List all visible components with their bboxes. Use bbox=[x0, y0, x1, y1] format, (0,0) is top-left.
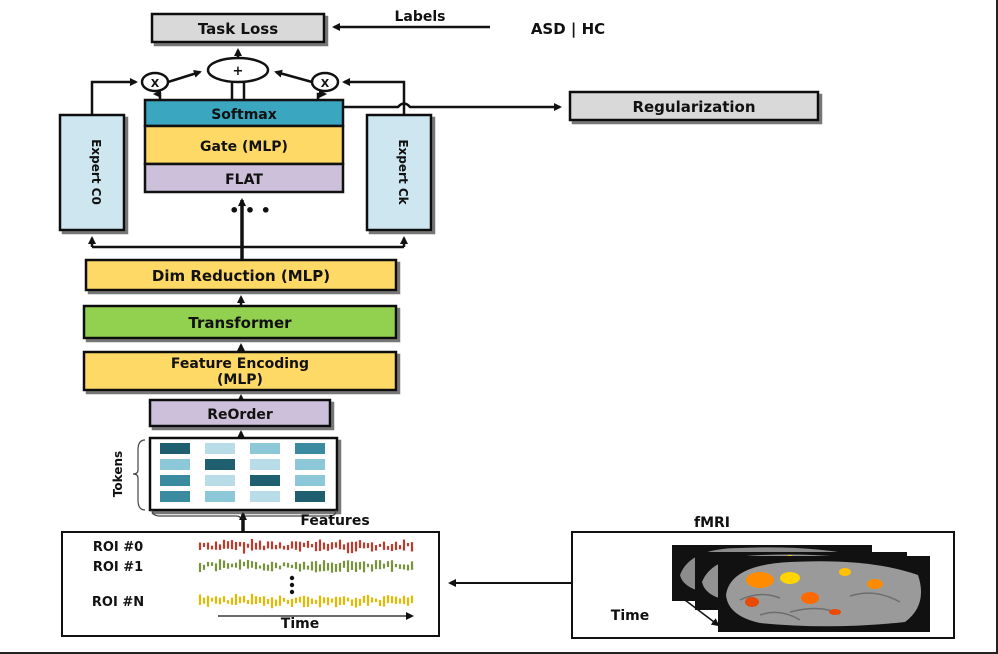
sum-node bbox=[206, 56, 270, 84]
expert-right-label: Expert Ck bbox=[396, 139, 410, 205]
roi-dot-3 bbox=[289, 589, 295, 595]
dim-reduction-label: Dim Reduction (MLP) bbox=[152, 267, 330, 285]
task-loss-box bbox=[150, 12, 326, 44]
flat-box bbox=[143, 162, 345, 194]
transformer-box bbox=[82, 304, 398, 340]
softmax-to-mult-left bbox=[153, 90, 162, 100]
token-cell bbox=[160, 459, 190, 470]
feature-encoding-label-1: Feature Encoding bbox=[171, 356, 309, 372]
softmax-label: Softmax bbox=[211, 107, 277, 123]
token-cell bbox=[205, 443, 235, 454]
expert-right-to-mult bbox=[342, 78, 406, 115]
reorder-box bbox=[148, 398, 332, 428]
classes-text: ASD | HC bbox=[531, 20, 605, 39]
token-cell bbox=[205, 491, 235, 502]
regularization-label: Regularization bbox=[632, 98, 755, 116]
dim-reduction-box bbox=[84, 258, 398, 292]
expert-right-box bbox=[365, 113, 433, 232]
task-loss-label: Task Loss bbox=[198, 20, 278, 38]
feature-encoding-label-2: (MLP) bbox=[217, 372, 263, 388]
roi-dot-1 bbox=[289, 575, 295, 581]
expert-left-to-mult bbox=[90, 78, 138, 115]
ellipsis: • • • bbox=[229, 201, 271, 220]
token-cell bbox=[250, 491, 280, 502]
reorder-label: ReOrder bbox=[207, 407, 273, 423]
mult-left-to-sum bbox=[167, 69, 202, 84]
softmax-to-regularization-arrow bbox=[343, 102, 562, 111]
expert-left-label: Expert C0 bbox=[89, 139, 103, 205]
roi-dot-2 bbox=[289, 582, 295, 588]
flat-label: FLAT bbox=[225, 172, 263, 188]
gate-mlp-label: Gate (MLP) bbox=[200, 139, 288, 155]
token-cells bbox=[160, 443, 325, 502]
token-cell bbox=[295, 491, 325, 502]
mult-right-to-sum bbox=[274, 69, 313, 84]
roi-time-label: Time bbox=[281, 616, 319, 632]
token-cell bbox=[160, 443, 190, 454]
roi-label-0: ROI #0 bbox=[93, 540, 143, 555]
labels-text: Labels bbox=[394, 9, 445, 25]
token-cell bbox=[250, 475, 280, 486]
roi-signals bbox=[198, 538, 414, 609]
gate-mlp-box bbox=[143, 124, 345, 166]
sum-symbol: + bbox=[233, 64, 244, 79]
token-cell bbox=[295, 475, 325, 486]
multiply-symbol-right: X bbox=[321, 77, 330, 90]
token-cell bbox=[160, 475, 190, 486]
token-cell bbox=[250, 443, 280, 454]
brain-stack-image bbox=[672, 545, 930, 632]
roi-label-1: ROI #1 bbox=[93, 560, 143, 575]
token-cell bbox=[295, 459, 325, 470]
transformer-label: Transformer bbox=[188, 314, 292, 332]
multiply-symbol-left: X bbox=[151, 77, 160, 90]
features-brace bbox=[151, 509, 337, 521]
regularization-box bbox=[568, 90, 820, 122]
feature-encoding-box bbox=[82, 350, 398, 392]
tokens-brace bbox=[132, 439, 146, 511]
token-cell bbox=[250, 459, 280, 470]
token-cell bbox=[160, 491, 190, 502]
token-cell bbox=[295, 443, 325, 454]
fmri-title: fMRI bbox=[694, 515, 730, 531]
softmax-to-mult-right bbox=[316, 90, 327, 100]
token-cell bbox=[205, 459, 235, 470]
tokens-label: Tokens bbox=[111, 451, 125, 497]
token-cell bbox=[205, 475, 235, 486]
features-label: Features bbox=[300, 513, 369, 529]
roi-label-n: ROI #N bbox=[92, 595, 144, 610]
fmri-time-axis bbox=[684, 599, 720, 627]
expert-left-box bbox=[58, 113, 126, 232]
fmri-time-label: Time bbox=[611, 608, 649, 624]
